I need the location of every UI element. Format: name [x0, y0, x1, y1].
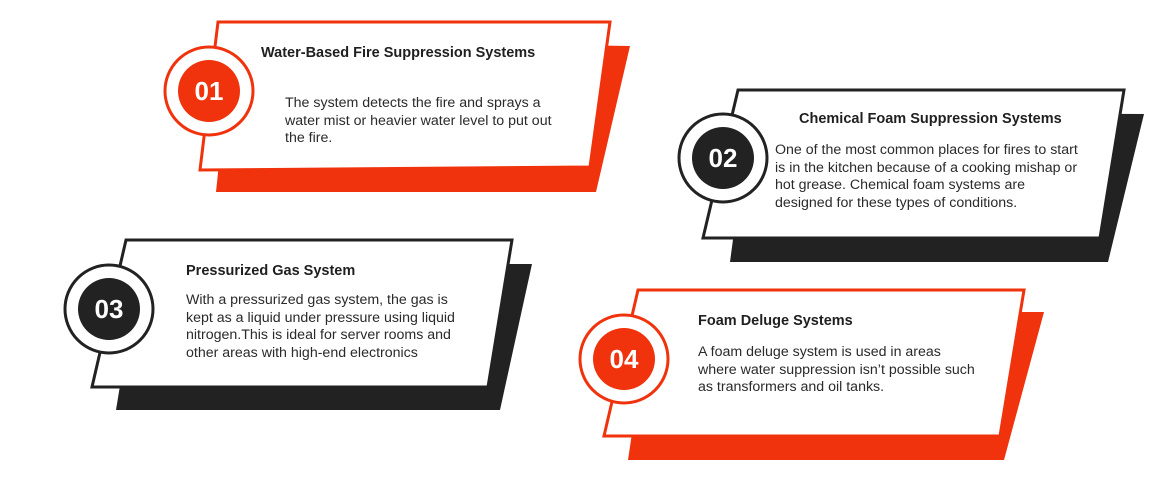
- card-04: [578, 288, 1044, 460]
- card-01-body: The system detects the fire and sprays a…: [285, 95, 552, 146]
- card-04-badge: [593, 328, 655, 390]
- card-04-number: 04: [609, 344, 639, 374]
- card-02-title: Chemical Foam Suppression Systems: [799, 111, 1062, 127]
- card-03-badge: [78, 278, 140, 340]
- card-03-title: Pressurized Gas System: [186, 263, 356, 279]
- card-01-number: 01: [194, 76, 224, 106]
- card-02-badge: [692, 127, 754, 189]
- card-04-body: A foam deluge system is used in areas wh…: [698, 344, 975, 395]
- card-01-title: Water-Based Fire Suppression Systems: [261, 45, 536, 61]
- card-01-badge: [178, 60, 240, 122]
- card-02: [677, 88, 1144, 262]
- card-03-body: With a pressurized gas system, the gas i…: [186, 292, 455, 361]
- card-03-number: 03: [94, 294, 124, 324]
- card-03: [63, 238, 532, 410]
- card-04-title: Foam Deluge Systems: [698, 313, 853, 329]
- card-01: [163, 20, 630, 192]
- card-02-number: 02: [708, 143, 738, 173]
- card-02-body: One of the most common places for fires …: [775, 142, 1078, 211]
